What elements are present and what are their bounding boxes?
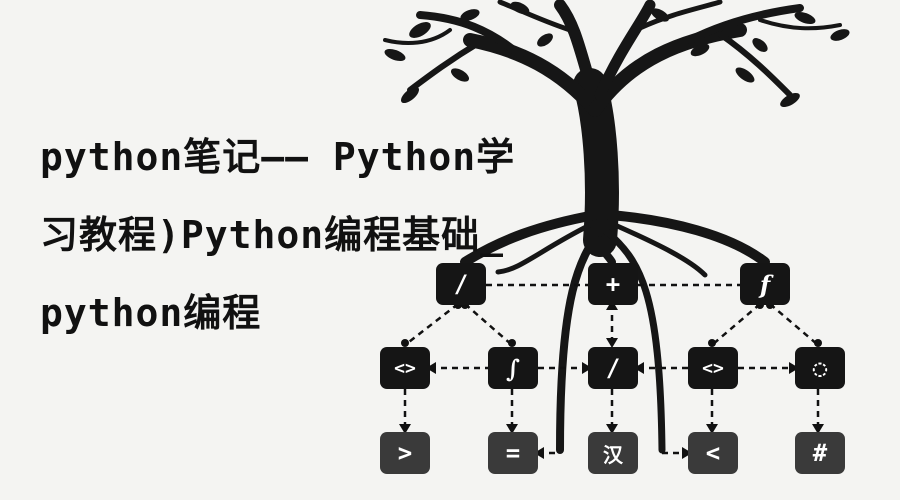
node-glyph: ∫: [506, 353, 520, 383]
node-glyph: <>: [702, 357, 724, 379]
plus-node-icon: +: [588, 263, 638, 305]
less-than-node-icon: <: [688, 432, 738, 474]
node-glyph: >: [397, 439, 413, 467]
hanzi-node-icon: 汉: [588, 432, 638, 474]
node-glyph: +: [605, 270, 621, 298]
refresh-node-icon: ◌: [795, 347, 845, 389]
node-glyph: /: [453, 270, 469, 298]
slash-node-icon: /: [436, 263, 486, 305]
integral-node-icon: ∫: [488, 347, 538, 389]
greater-than-node-icon: >: [380, 432, 430, 474]
node-glyph: /: [605, 354, 621, 382]
equals-node-icon: =: [488, 432, 538, 474]
node-glyph: 汉: [603, 442, 623, 467]
node-glyph: <: [705, 439, 721, 467]
slash-node-icon: /: [588, 347, 638, 389]
node-glyph: ◌: [812, 354, 828, 382]
code-brackets-node-icon: <>: [688, 347, 738, 389]
node-glyph: =: [505, 439, 521, 467]
code-brackets-node-icon: <>: [380, 347, 430, 389]
article-title: python笔记—— Python学习教程)Python编程基础_python编…: [40, 135, 516, 335]
hash-node-icon: #: [795, 432, 845, 474]
node-glyph: #: [812, 439, 828, 467]
node-glyph: f: [759, 269, 771, 299]
node-glyph: <>: [394, 357, 416, 379]
function-node-icon: f: [740, 263, 790, 305]
